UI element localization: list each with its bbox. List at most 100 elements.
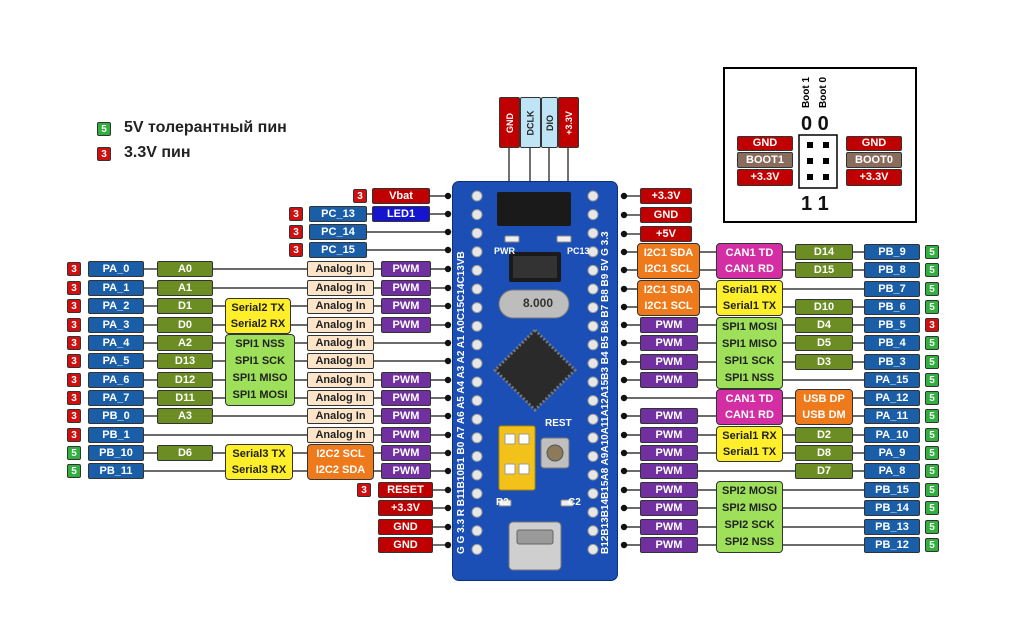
left-row-badge: 3	[67, 299, 81, 313]
pin-dot	[444, 357, 452, 365]
led1-label: LED1	[372, 206, 430, 222]
pc13-led-label: PC13	[567, 246, 590, 256]
board-pin-hole-right	[587, 506, 599, 518]
group-line: SPI2 SCK	[724, 519, 775, 531]
board-pin-hole-right	[587, 320, 599, 332]
group-line: Serial2 TX	[231, 301, 285, 314]
board-pin-hole-left	[471, 283, 483, 295]
pin-label: PA_10	[864, 427, 920, 443]
pwm-label: PWM	[381, 463, 431, 479]
board-pin-hole-right	[587, 302, 599, 314]
pwm-label: PWM	[381, 261, 431, 277]
pin-label: PB_13	[864, 519, 920, 535]
boot-top-digits: 0 0	[801, 113, 829, 135]
pin-label: PB_3	[864, 354, 920, 370]
board-pin-hole-left	[471, 209, 483, 221]
pin-dot	[444, 504, 452, 512]
group-line: Serial3 TX	[232, 447, 286, 460]
analog-in-label: Analog In	[307, 335, 374, 351]
pin-label: PB_14	[864, 500, 920, 516]
right-row-badge: 5	[925, 282, 939, 296]
reset-button-cap	[546, 444, 564, 462]
pin-label: PA_15	[864, 372, 920, 388]
arduino-alias: D10	[795, 299, 853, 315]
arduino-alias: D14	[795, 244, 853, 260]
crystal-label: 8.000	[523, 296, 554, 310]
pin-dot	[444, 394, 452, 402]
boot0-label: BOOT0	[846, 152, 902, 168]
analog-in-label: Analog In	[307, 353, 374, 369]
pin-dot	[444, 339, 452, 347]
board-pin-hole-left	[471, 320, 483, 332]
analog-in-label: Analog In	[307, 408, 374, 424]
group-line: I2C1 SDA	[643, 283, 694, 296]
board-pin-hole-right	[587, 469, 599, 481]
arduino-alias: D5	[795, 335, 853, 351]
group-line: Serial1 TX	[722, 445, 777, 458]
left-top-badge: 3	[289, 243, 303, 257]
c2-silk: C2	[568, 497, 581, 508]
pin-label: PA_3	[88, 317, 144, 333]
pin-dot	[444, 431, 452, 439]
pwm-label: PWM	[640, 537, 698, 553]
right-row-badge: 3	[925, 318, 939, 332]
boot1-label: BOOT1	[737, 152, 793, 168]
pin-label-pc-13: PC_13	[309, 206, 367, 222]
group-line: CAN1 TD	[725, 392, 774, 405]
jumper-cap	[504, 433, 516, 445]
analog-in-label: Analog In	[307, 372, 374, 388]
right-row-badge: 5	[925, 483, 939, 497]
arduino-alias: D2	[795, 427, 853, 443]
arduino-alias: D11	[157, 390, 213, 406]
right-row-badge: 5	[925, 263, 939, 277]
board-pin-hole-right	[587, 413, 599, 425]
boot0-caption: Boot 0	[818, 76, 830, 108]
board-pin-hole-left	[471, 302, 483, 314]
pin-label: PB_11	[88, 463, 144, 479]
right-row-badge: 5	[925, 464, 939, 478]
r2-silk: R2	[496, 497, 509, 508]
pin-label: PB_1	[88, 427, 144, 443]
board-pin-hole-left	[471, 450, 483, 462]
right-row-badge: 5	[925, 355, 939, 369]
pin-label: PB_12	[864, 537, 920, 553]
pin-dot	[444, 449, 452, 457]
pin-label: PB_5	[864, 317, 920, 333]
legend-3v3-badge: 3	[97, 147, 111, 161]
pin-label-pc-14: PC_14	[309, 224, 367, 240]
mcu-chip	[492, 327, 578, 413]
arduino-alias: D7	[795, 463, 853, 479]
pin-dot	[444, 302, 452, 310]
left-row-badge: 3	[67, 336, 81, 350]
group-line: SPI1 MOSI	[721, 321, 778, 333]
board-pin-hole-left	[471, 488, 483, 500]
pwm-label: PWM	[381, 427, 431, 443]
group-line: SPI2 NSS	[724, 536, 775, 548]
left-row-badge: 3	[67, 428, 81, 442]
pin-label: PB_6	[864, 299, 920, 315]
board-pin-hole-right	[587, 450, 599, 462]
arduino-alias: D15	[795, 262, 853, 278]
legend-5v-text: 5V толерантный пин	[124, 119, 287, 136]
pin-label: PA_4	[88, 335, 144, 351]
right-row-badge: 5	[925, 373, 939, 387]
boot-jumper-pins	[798, 134, 838, 189]
group-line: Serial1 RX	[722, 429, 777, 442]
left-top-badge: 3	[289, 207, 303, 221]
pwm-label: PWM	[640, 463, 698, 479]
legend-5v-badge: 5	[97, 122, 111, 136]
arduino-alias: D12	[157, 372, 213, 388]
jumper-cap	[518, 433, 530, 445]
pin-dot	[444, 523, 452, 531]
group-line: CAN1 TD	[725, 246, 774, 259]
group-line: SPI1 SCK	[234, 355, 286, 367]
board-pin-hole-right	[587, 432, 599, 444]
pin-dot	[444, 284, 452, 292]
pin-dot	[444, 210, 452, 218]
board-pin-hole-left	[471, 413, 483, 425]
pin-label: PA_7	[88, 390, 144, 406]
